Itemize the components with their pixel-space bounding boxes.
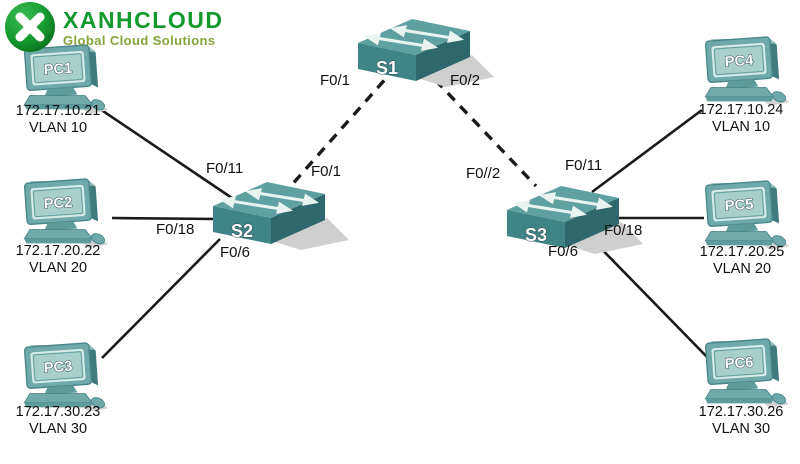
- pc4-caption: 172.17.10.24 VLAN 10: [676, 102, 800, 136]
- switch-s3-label: S3: [525, 225, 547, 245]
- if-label-s3-f0-2: F0//2: [466, 165, 501, 182]
- switch-s2-label: S2: [231, 221, 253, 241]
- pc6-ip: 172.17.30.26: [698, 404, 784, 420]
- pc4-ip: 172.17.10.24: [698, 102, 784, 118]
- pc-icon: PC2: [23, 178, 109, 248]
- pc-icon: PC1: [23, 44, 109, 114]
- if-label-s2-f0-18: F0/18: [156, 221, 195, 238]
- switch-arrows-icon: [364, 25, 464, 51]
- pc4: PC4: [698, 34, 790, 113]
- if-label-s1-f0-2: F0/2: [450, 72, 481, 89]
- pc6-label: PC6: [724, 355, 754, 373]
- switch-icon: S2: [213, 182, 349, 250]
- pc6: PC6: [698, 336, 790, 415]
- if-label-s2-f0-6: F0/6: [220, 244, 251, 261]
- pc1: PC1: [17, 42, 109, 121]
- link-pc3-s2: [101, 238, 221, 359]
- brand-tagline: Global Cloud Solutions: [63, 33, 216, 48]
- pc3-ip: 172.17.30.23: [15, 404, 101, 420]
- pc2-label: PC2: [43, 195, 73, 213]
- switch-s1: S1: [354, 11, 494, 92]
- pc2-vlan: VLAN 20: [28, 260, 88, 276]
- switch-s2: S2: [209, 174, 349, 255]
- mouse-icon: [771, 393, 786, 405]
- pc1-vlan: VLAN 10: [28, 120, 88, 136]
- switch-icon: S1: [358, 19, 494, 87]
- mouse-icon: [90, 233, 105, 245]
- pc1-caption: 172.17.10.21 VLAN 10: [0, 103, 123, 137]
- pc2-caption: 172.17.20.22 VLAN 20: [0, 243, 123, 277]
- brand-name: XANHCLOUD: [63, 7, 224, 33]
- pc4-label: PC4: [724, 53, 754, 71]
- pc-icon: PC4: [704, 36, 790, 106]
- pc-icon: PC3: [23, 342, 109, 412]
- if-label-s3-f0-6: F0/6: [548, 243, 579, 260]
- pc1-label: PC1: [43, 61, 73, 79]
- if-label-s2-f0-11: F0/11: [206, 160, 244, 177]
- link-s1-s3-trunk: [421, 65, 538, 188]
- pc5-ip: 172.17.20.25: [699, 244, 785, 260]
- pc6-caption: 172.17.30.26 VLAN 30: [676, 404, 800, 438]
- pc3-label: PC3: [43, 359, 73, 377]
- pc-icon: PC5: [704, 180, 790, 250]
- if-label-s1-f0-1: F0/1: [320, 72, 351, 89]
- pc5-label: PC5: [724, 197, 754, 215]
- if-label-s3-f0-18: F0/18: [604, 222, 643, 239]
- link-pc2-s2: [111, 216, 219, 221]
- switch-shadow: [275, 218, 349, 250]
- pc6-vlan: VLAN 30: [711, 421, 771, 437]
- switch-arrows-icon: [513, 192, 613, 218]
- link-s3-pc4: [591, 108, 703, 194]
- pc3-vlan: VLAN 30: [28, 421, 88, 437]
- pc2-ip: 172.17.20.22: [15, 243, 101, 259]
- mouse-icon: [771, 91, 786, 103]
- mouse-icon: [90, 99, 105, 111]
- if-label-s2-f0-1: F0/1: [311, 163, 342, 180]
- switch-s1-label: S1: [376, 58, 398, 78]
- switch-s3: S3: [503, 178, 643, 259]
- switch-arrows-icon: [219, 188, 319, 214]
- pc3: PC3: [17, 340, 109, 419]
- mouse-icon: [90, 397, 105, 409]
- pc1-ip: 172.17.10.21: [15, 103, 101, 119]
- switch-shadow: [420, 55, 494, 87]
- switch-shadow: [569, 222, 643, 254]
- pc5-caption: 172.17.20.25 VLAN 20: [677, 244, 800, 278]
- pc3-caption: 172.17.30.23 VLAN 30: [0, 404, 123, 438]
- pc-icon: PC6: [704, 338, 790, 408]
- pc2: PC2: [17, 176, 109, 255]
- pc5-vlan: VLAN 20: [712, 261, 772, 277]
- pc5: PC5: [698, 178, 790, 257]
- pc4-vlan: VLAN 10: [711, 119, 771, 135]
- link-pc1-s2: [96, 105, 233, 200]
- brand-logo: XANHCLOUD Global Cloud Solutions: [3, 1, 223, 55]
- if-label-s3-f0-11: F0/11: [565, 157, 603, 174]
- switch-icon: S3: [507, 186, 643, 254]
- link-s1-s2-trunk: [287, 65, 398, 190]
- mouse-icon: [771, 235, 786, 247]
- brand-logo-icon: [5, 2, 55, 52]
